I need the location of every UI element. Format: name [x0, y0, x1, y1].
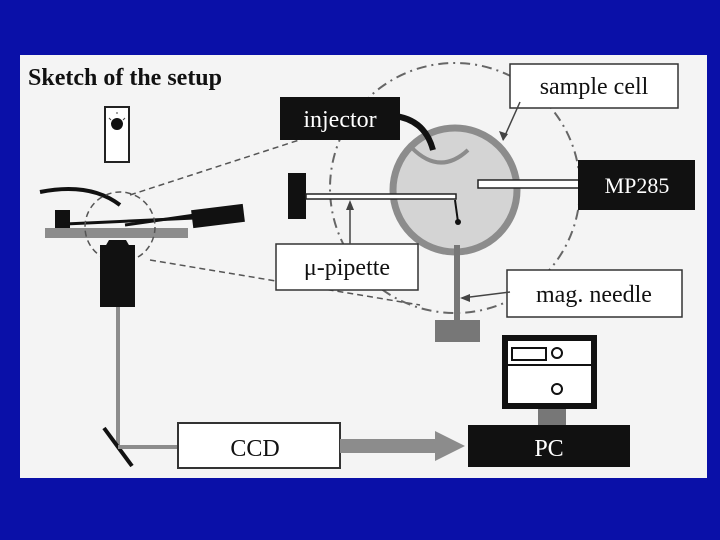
needle-base: [435, 320, 480, 342]
needle-pointer-head: [460, 294, 470, 302]
needle-stand: [454, 245, 460, 323]
pipette-label-box: [275, 243, 419, 291]
needle-tip-dot: [455, 219, 461, 225]
objective: [100, 245, 135, 307]
needle-label-box: [506, 269, 683, 318]
injector-label-box: [280, 97, 400, 140]
microscope-stage: [45, 228, 188, 238]
pc-label: PC: [534, 436, 563, 462]
manipulator-head: [191, 203, 245, 229]
sample-cell-pointer-head: [499, 131, 508, 141]
stage-needle-line: [124, 213, 196, 227]
pipette-label: μ-pipette: [304, 255, 390, 281]
pipette-shaft: [305, 193, 457, 200]
mp285-label: MP285: [605, 173, 670, 198]
pipette-clamp: [288, 173, 306, 219]
signal-arrow-shaft: [340, 439, 435, 453]
ccd-label: CCD: [230, 436, 279, 462]
objective-tip: [102, 240, 133, 252]
sample-cell: [389, 124, 521, 256]
injector-label: injector: [303, 107, 376, 133]
diagram-title: Sketch of the setup: [28, 65, 222, 91]
monitor: [502, 335, 597, 425]
injector-port: [410, 146, 470, 165]
pipette-pointer-head: [346, 200, 354, 210]
pc-box: [468, 425, 630, 467]
sample-cell-label: sample cell: [540, 74, 649, 100]
needle-tip: [454, 199, 459, 223]
needle-label: mag. needle: [536, 282, 652, 308]
mp285-rod: [477, 179, 581, 189]
light-source: [104, 106, 130, 163]
signal-arrow-head: [435, 431, 465, 461]
zoom-line-top: [129, 129, 331, 196]
sample-cell-label-box: [509, 63, 679, 109]
stage-injector-arm: [39, 186, 122, 207]
zoom-line-bottom: [149, 259, 421, 306]
mp285-label-box: [578, 160, 695, 210]
